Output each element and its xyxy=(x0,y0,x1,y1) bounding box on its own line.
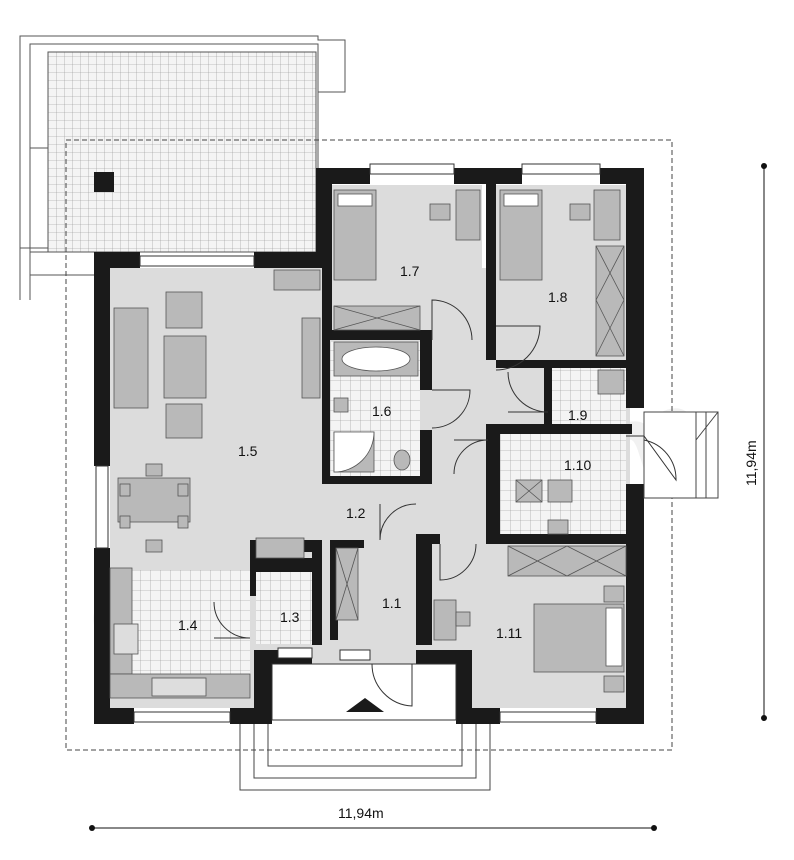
label-room-1-1: 1.1 xyxy=(382,595,402,611)
dimension-right: 11,94m xyxy=(743,163,767,721)
label-room-1-8: 1.8 xyxy=(548,289,568,305)
dimension-bottom: 11,94m xyxy=(89,805,657,831)
side-steps xyxy=(643,411,719,499)
label-room-1-7: 1.7 xyxy=(400,263,420,279)
entrance-porch xyxy=(239,663,491,791)
label-room-1-2: 1.2 xyxy=(346,505,366,521)
walls xyxy=(94,168,644,724)
label-room-1-4: 1.4 xyxy=(178,617,198,633)
room-labels: 1.7 1.8 1.6 1.9 1.10 1.5 1.2 1.1 1.3 1.4… xyxy=(178,263,591,641)
windows xyxy=(95,163,601,723)
furniture xyxy=(109,189,627,699)
terrace xyxy=(19,35,346,300)
label-room-1-6: 1.6 xyxy=(372,403,392,419)
label-room-1-11: 1.11 xyxy=(496,625,522,641)
label-room-1-9: 1.9 xyxy=(568,407,588,423)
label-room-1-10: 1.10 xyxy=(564,457,591,473)
label-room-1-3: 1.3 xyxy=(280,609,300,625)
label-room-1-5: 1.5 xyxy=(238,443,258,459)
dimension-width-text: 11,94m xyxy=(338,805,384,821)
dimension-depth-text: 11,94m xyxy=(743,440,759,486)
doors xyxy=(213,299,677,707)
